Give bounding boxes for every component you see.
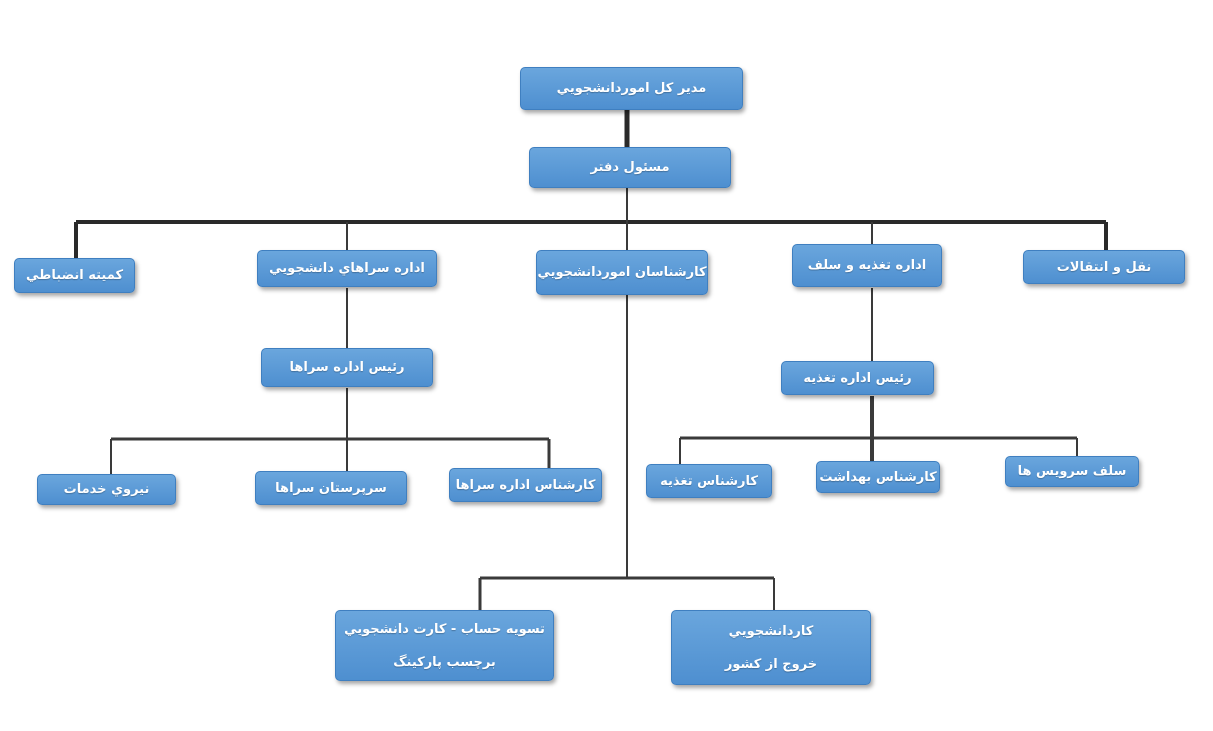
node-settlement: تسويه حساب - كارت دانشجويي برچسب پاركينگ bbox=[335, 610, 554, 681]
node-student-affairs-experts-label: كارشناسان اموردانشجويي bbox=[537, 265, 707, 280]
node-cafeteria-services-label: سلف سرويس ها bbox=[1017, 464, 1127, 479]
node-food-admin-label: اداره تغذيه و سلف bbox=[807, 258, 927, 273]
node-discipline-committee: كميته انضباطي bbox=[14, 258, 135, 293]
node-food-admin-head-label: رئيس اداره تغذيه bbox=[803, 370, 912, 386]
node-transport: نقل و انتقالات bbox=[1023, 250, 1185, 284]
node-settlement-line2: برچسب پاركينگ bbox=[393, 654, 496, 670]
node-dormitory-admin: اداره سراهاي دانشجويي bbox=[257, 250, 437, 287]
node-health-expert: كارشناس بهداشت bbox=[816, 461, 940, 493]
node-food-admin: اداره تغذيه و سلف bbox=[792, 244, 942, 287]
node-services-staff: نيروي خدمات bbox=[37, 474, 176, 505]
node-food-expert-label: كارشناس تغذيه bbox=[660, 473, 758, 489]
node-transport-label: نقل و انتقالات bbox=[1056, 259, 1152, 275]
node-office-manager-label: مسئول دفتر bbox=[590, 160, 670, 175]
node-health-expert-label: كارشناس بهداشت bbox=[819, 469, 937, 485]
node-director: مدير كل اموردانشجويي bbox=[520, 67, 743, 110]
node-services-staff-label: نيروي خدمات bbox=[63, 482, 150, 497]
node-dorm-supervisor: سرپرستان سراها bbox=[255, 471, 407, 505]
node-discipline-committee-label: كميته انضباطي bbox=[25, 268, 124, 283]
node-student-work-line1: كاردانشجويي bbox=[728, 623, 814, 639]
node-dorm-admin-head-label: رئيس اداره سراها bbox=[289, 360, 405, 375]
node-dorm-supervisor-label: سرپرستان سراها bbox=[275, 480, 387, 496]
node-student-affairs-experts: كارشناسان اموردانشجويي bbox=[536, 250, 708, 295]
node-dormitory-admin-label: اداره سراهاي دانشجويي bbox=[269, 261, 425, 276]
node-cafeteria-services: سلف سرويس ها bbox=[1005, 456, 1139, 487]
node-dorm-admin-head: رئيس اداره سراها bbox=[261, 348, 433, 387]
node-food-admin-head: رئيس اداره تغذيه bbox=[781, 361, 934, 395]
node-student-work: كاردانشجويي خروج از كشور bbox=[671, 610, 871, 685]
node-student-work-line2: خروج از كشور bbox=[724, 656, 818, 672]
node-dorm-expert: كارشناس اداره سراها bbox=[449, 468, 602, 502]
node-office-manager: مسئول دفتر bbox=[529, 147, 731, 188]
node-director-label: مدير كل اموردانشجويي bbox=[556, 81, 707, 96]
node-settlement-line1: تسويه حساب - كارت دانشجويي bbox=[344, 621, 545, 637]
node-dorm-expert-label: كارشناس اداره سراها bbox=[455, 477, 596, 493]
node-food-expert: كارشناس تغذيه bbox=[646, 464, 772, 498]
